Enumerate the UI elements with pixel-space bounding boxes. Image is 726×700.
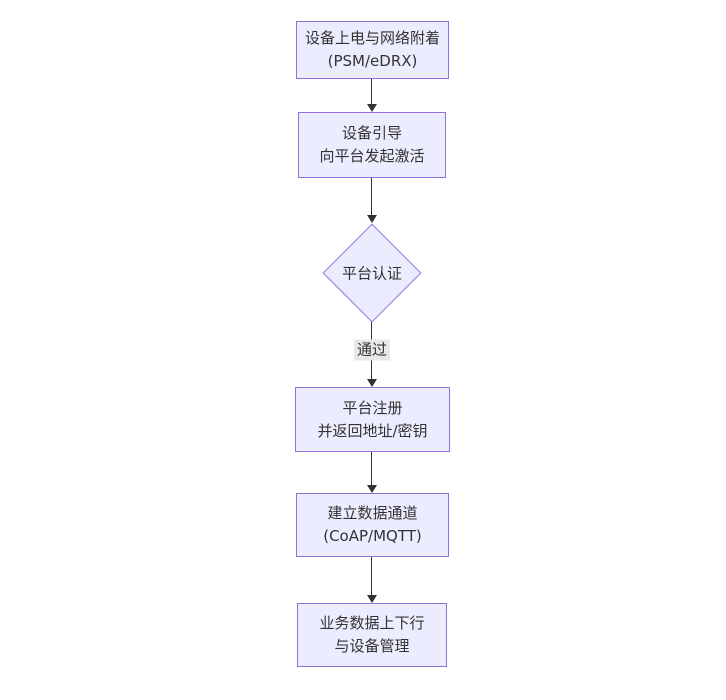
node-label-line: 业务数据上下行 [319,614,425,632]
node-label-line: 建立数据通道 [327,504,418,522]
node-label-line: (PSM/eDRX) [327,52,418,70]
edge-line [371,557,372,595]
arrowhead-icon [367,595,377,603]
node-bootstrap: 设备引导 向平台发起激活 [298,112,446,178]
node-power-attach: 设备上电与网络附着 (PSM/eDRX) [296,21,449,79]
node-label-line: 设备引导 [341,124,402,142]
edge-line [371,79,372,104]
arrowhead-icon [367,485,377,493]
node-business-data: 业务数据上下行 与设备管理 [297,603,447,667]
node-platform-auth-label: 平台认证 [341,264,403,283]
node-label-line: 设备上电与网络附着 [304,29,440,47]
edge-line [371,178,372,215]
edge-line [371,452,372,485]
node-label-line: 与设备管理 [334,637,410,655]
node-label-line: 并返回地址/密钥 [317,421,428,440]
node-label-line: (CoAP/MQTT) [323,527,422,545]
node-label-line: 向平台发起激活 [319,147,425,165]
arrowhead-icon [367,104,377,112]
node-data-channel: 建立数据通道 (CoAP/MQTT) [296,493,449,557]
edge-label-pass: 通过 [353,339,391,361]
node-label-line: 平台注册 [342,398,403,417]
arrowhead-icon [367,379,377,387]
arrowhead-icon [367,215,377,223]
node-register: 平台注册 并返回地址/密钥 [295,387,450,452]
